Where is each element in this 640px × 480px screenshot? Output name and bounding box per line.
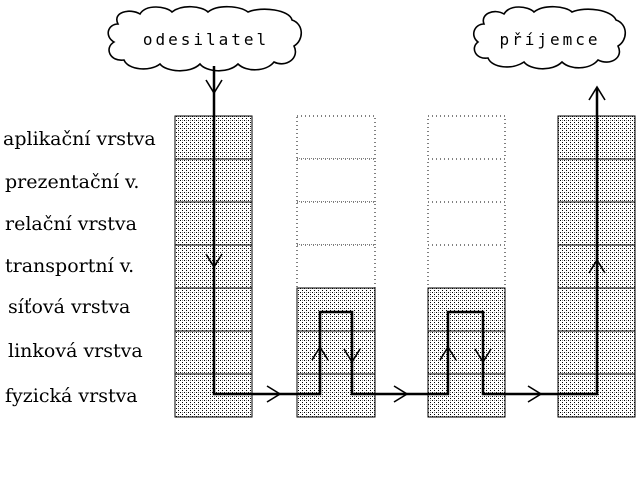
- down-arrow-icon: [205, 79, 223, 95]
- layer-label-session: relační vrstva: [5, 213, 137, 235]
- router-2-unused-cell: [427, 201, 506, 246]
- down-arrow-icon: [343, 348, 361, 364]
- router-1-unused-cell: [296, 244, 376, 289]
- router-1-unused-cell: [296, 158, 376, 203]
- right-arrow-icon: [393, 385, 409, 403]
- down-arrow-icon: [474, 348, 492, 364]
- down-arrow-icon: [205, 253, 223, 269]
- router-2-cell: [427, 287, 506, 332]
- router-2-unused-cell: [427, 244, 506, 289]
- flow-arrows: [205, 79, 606, 403]
- layer-label-presentation: prezentační v.: [5, 171, 139, 193]
- receiver-label: příjemce: [499, 30, 600, 49]
- up-arrow-icon: [588, 85, 606, 101]
- router-1-unused-cell: [296, 201, 376, 246]
- router-1-unused-cell: [296, 115, 376, 160]
- sender-label: odesilatel: [143, 30, 269, 49]
- router-1-cell: [296, 287, 376, 332]
- right-arrow-icon: [527, 385, 543, 403]
- router-2-cell: [427, 330, 506, 375]
- router-2-unused-cell: [427, 115, 506, 160]
- layer-label-physical: fyzická vrstva: [5, 385, 138, 407]
- receiver-cloud-shape: [472, 5, 627, 70]
- receiver-cloud: příjemce: [472, 5, 627, 70]
- router-1-cell: [296, 373, 376, 418]
- router-1-stack: [296, 115, 376, 418]
- layer-label-transport: transportní v.: [5, 255, 134, 277]
- up-arrow-icon: [311, 345, 329, 361]
- router-2-unused-cell: [427, 158, 506, 203]
- sender-cloud: odesilatel: [107, 5, 303, 72]
- router-2-cell: [427, 373, 506, 418]
- up-arrow-icon: [588, 258, 606, 274]
- layer-label-datalink: linková vrstva: [8, 340, 143, 362]
- right-arrow-icon: [266, 385, 282, 403]
- layer-label-network: síťová vrstva: [8, 296, 130, 318]
- data-flow-path: [212, 66, 599, 396]
- router-2-stack: [427, 115, 506, 418]
- layer-labels: aplikační vrstva prezentační v. relační …: [3, 128, 156, 407]
- router-1-cell: [296, 330, 376, 375]
- up-arrow-icon: [439, 345, 457, 361]
- sender-cloud-shape: [107, 5, 303, 72]
- layer-label-application: aplikační vrstva: [3, 128, 156, 150]
